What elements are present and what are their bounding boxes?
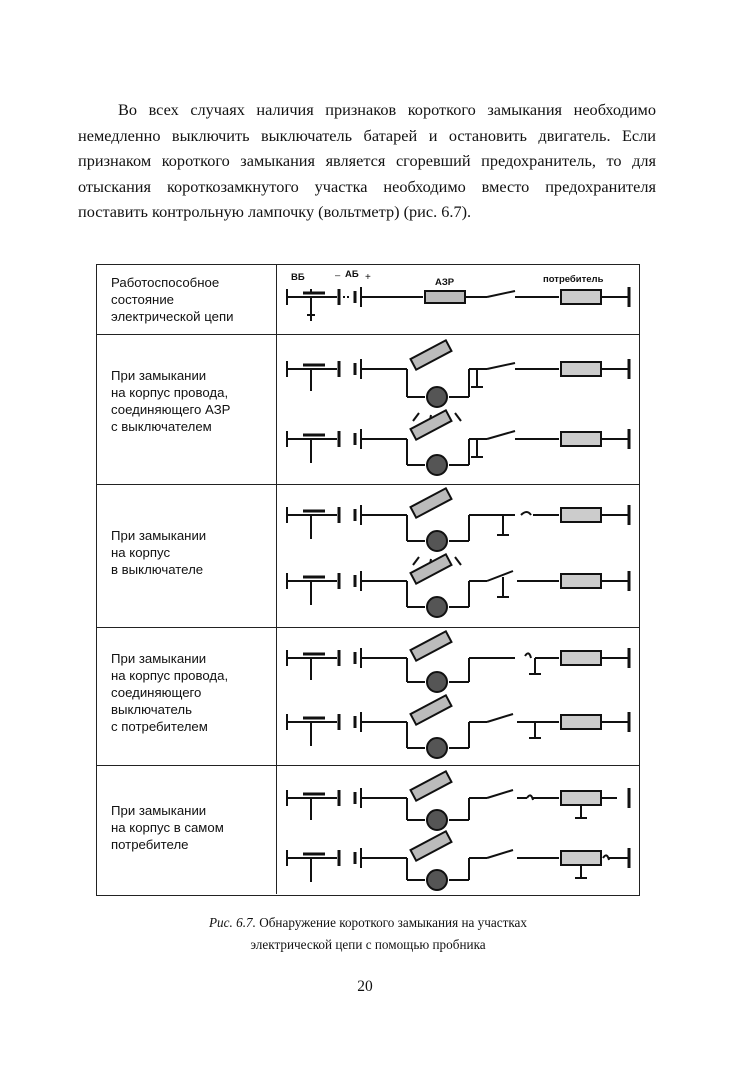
figure-table: Работоспособное состояние электрической … [96,264,640,896]
row-label-text: При замыкании на корпус провода, соединя… [111,368,231,434]
label-ab: АБ [345,269,359,280]
row-label: При замыкании на корпус в выключателе [97,485,277,627]
row-label-text: Работоспособное состояние электрической … [111,275,234,324]
row-short-in-consumer: При замыкании на корпус в самом потребит… [97,766,639,894]
label-consumer: потребитель [543,274,604,285]
row-label: При замыкании на корпус в самом потребит… [97,766,277,894]
row-label: При замыкании на корпус провода, соединя… [97,628,277,765]
label-azr: АЗР [435,277,455,288]
row-label: При замыкании на корпус провода, соединя… [97,335,277,484]
row-short-switch-consumer: При замыкании на корпус провода, соединя… [97,628,639,766]
schematic-short-in-switch [277,485,641,627]
figure-caption: Рис. 6.7. Обнаружение короткого замыкани… [96,912,640,956]
intro-text: Во всех случаях наличия признаков коротк… [78,97,656,225]
caption-line1: Обнаружение короткого замыкания на участ… [255,915,527,930]
circuit-diagram [286,769,631,891]
schematic-short-switch-consumer [277,628,641,765]
schematic-short-in-consumer [277,766,641,894]
row-label-text: При замыкании на корпус провода, соединя… [111,651,229,734]
intro-paragraph: Во всех случаях наличия признаков коротк… [78,100,656,221]
circuit-diagram [286,629,631,759]
schematic-short-azr-switch [277,335,641,484]
label-vb: ВБ [291,272,305,283]
row-label: Работоспособное состояние электрической … [97,265,277,334]
label-minus: – [335,270,341,281]
label-plus: + [365,272,371,283]
circuit-diagram [286,486,631,618]
row-short-in-switch: При замыкании на корпус в выключателе [97,485,639,628]
row-normal: Работоспособное состояние электрической … [97,265,639,335]
schematic-normal: ВБ – АБ + АЗР потребитель [277,265,641,334]
row-label-text: При замыкании на корпус в самом потребит… [111,803,224,852]
caption-line2: электрической цепи с помощью пробника [250,937,486,952]
caption-lead: Рис. 6.7. [209,915,256,930]
circuit-diagram [286,338,631,476]
circuit-diagram: ВБ – АБ + АЗР потребитель [286,269,631,321]
row-short-azr-switch: При замыкании на корпус провода, соединя… [97,335,639,485]
row-label-text: При замыкании на корпус в выключателе [111,528,207,577]
page-number: 20 [357,978,373,995]
